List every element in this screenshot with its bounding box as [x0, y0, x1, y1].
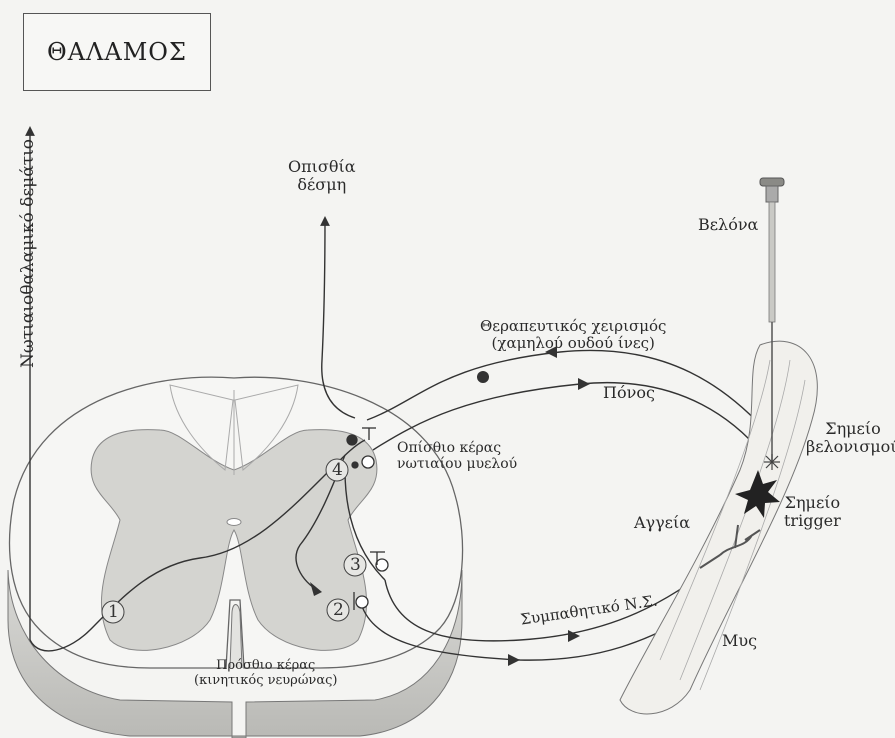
posterior-horn-label: Οπίσθιο κέρας νωτιαίου μυελού — [397, 440, 517, 472]
therapeutic-label: Θεραπευτικός χειρισμός (χαμηλού ουδού ίν… — [480, 318, 666, 353]
central-canal — [227, 519, 241, 526]
pain-label: Πόνος — [603, 384, 655, 402]
number-3: 3 — [350, 555, 361, 575]
needle-point-label: Σημείο βελονισμού — [806, 420, 895, 457]
thalamus-box: ΘΑΛΑΜΟΣ — [23, 13, 211, 91]
needle-label: Βελόνα — [698, 216, 758, 234]
acupuncture-point-icon — [764, 454, 780, 470]
vessels-label: Αγγεία — [634, 514, 690, 532]
muscle-label: Μυς — [722, 632, 757, 650]
number-2: 2 — [333, 600, 344, 620]
number-1: 1 — [108, 602, 119, 622]
anterior-horn-label: Πρόσθιο κέρας (κινητικός νευρώνας) — [194, 659, 337, 689]
spinothalamic-label: Νωτιαιοθαλαμικό δεμάτιο — [18, 139, 38, 368]
posterior-bundle-label: Οπισθία δέσμη — [288, 158, 356, 195]
number-4: 4 — [332, 460, 343, 480]
trigger-point-label: Σημείο trigger — [784, 494, 841, 531]
thalamus-title: ΘΑΛΑΜΟΣ — [47, 38, 187, 66]
